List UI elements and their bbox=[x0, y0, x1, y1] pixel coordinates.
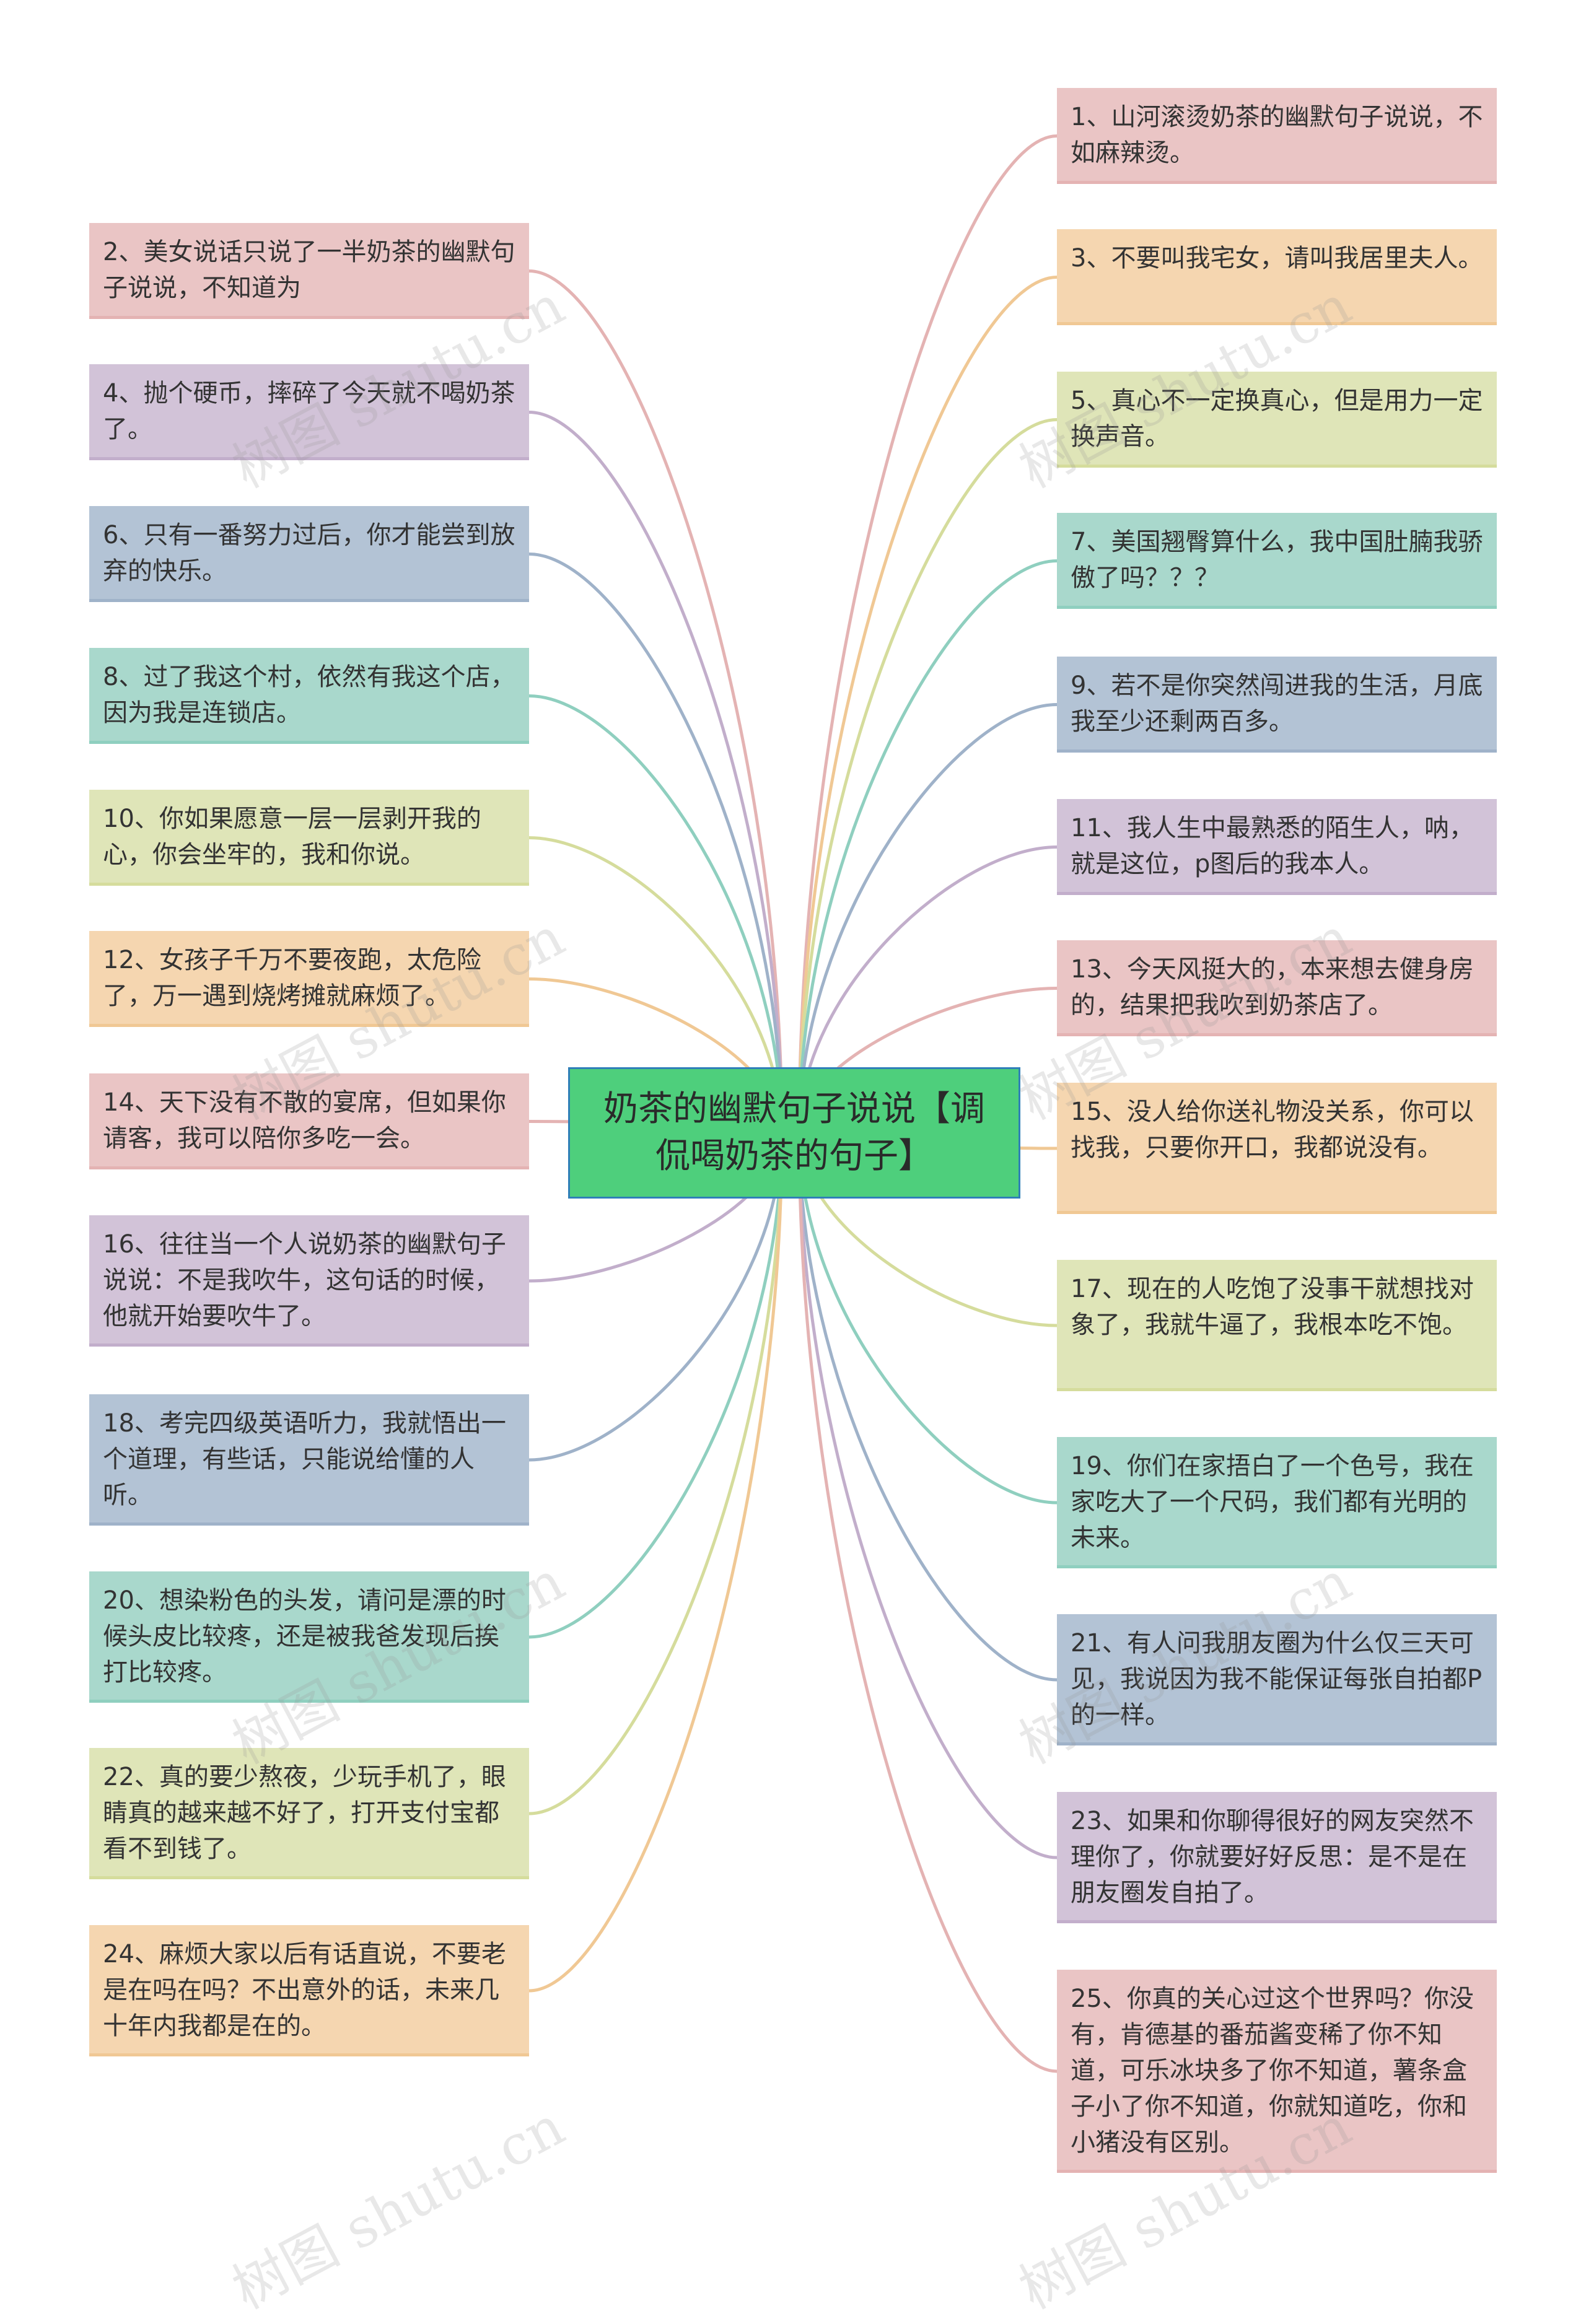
topic-node-n23[interactable]: 23、如果和你聊得很好的网友突然不理你了，你就要好好反思：是不是在朋友圈发自拍了… bbox=[1057, 1792, 1497, 1923]
topic-node-text: 2、美女说话只说了一半奶茶的幽默句子说说，不知道为 bbox=[103, 238, 515, 302]
topic-node-n1[interactable]: 1、山河滚烫奶茶的幽默句子说说，不如麻辣烫。 bbox=[1057, 88, 1497, 184]
topic-node-n2[interactable]: 2、美女说话只说了一半奶茶的幽默句子说说，不知道为 bbox=[89, 223, 529, 319]
connector-n8 bbox=[528, 694, 784, 1134]
topic-node-underline bbox=[89, 741, 529, 744]
topic-node-underline bbox=[89, 599, 529, 602]
topic-node-underline bbox=[89, 1024, 529, 1027]
topic-node-underline bbox=[1057, 2170, 1497, 2173]
topic-node-n20[interactable]: 20、想染粉色的头发，请问是漂的时候头皮比较疼，还是被我爸发现后挨打比较疼。 bbox=[89, 1571, 529, 1703]
connector-n19 bbox=[797, 1132, 1058, 1505]
topic-node-text: 7、美国翘臀算什么，我中国肚腩我骄傲了吗？？？ bbox=[1071, 528, 1483, 592]
topic-node-text: 19、你们在家捂白了一个色号，我在家吃大了一个尺码，我们都有光明的未来。 bbox=[1071, 1452, 1474, 1552]
connector-n4 bbox=[528, 411, 784, 1134]
topic-node-text: 4、抛个硬币，摔碎了今天就不喝奶茶了。 bbox=[103, 379, 515, 443]
connector-n22 bbox=[528, 1132, 784, 1815]
topic-node-underline bbox=[89, 1166, 529, 1169]
topic-node-underline bbox=[89, 2053, 529, 2056]
connector-n3 bbox=[797, 276, 1058, 1134]
connector-n5 bbox=[797, 418, 1058, 1134]
topic-node-text: 18、考完四级英语听力，我就悟出一个道理，有些话，只能说给懂的人听。 bbox=[103, 1409, 506, 1509]
topic-node-text: 10、你如果愿意一层一层剥开我的心，你会坐牢的，我和你说。 bbox=[103, 805, 481, 869]
topic-node-n25[interactable]: 25、你真的关心过这个世界吗？你没有，肯德基的番茄酱变稀了你不知道，可乐冰块多了… bbox=[1057, 1970, 1497, 2173]
topic-node-n19[interactable]: 19、你们在家捂白了一个色号，我在家吃大了一个尺码，我们都有光明的未来。 bbox=[1057, 1437, 1497, 1568]
topic-node-text: 13、今天风挺大的，本来想去健身房的，结果把我吹到奶茶店了。 bbox=[1071, 955, 1474, 1020]
topic-node-n6[interactable]: 6、只有一番努力过后，你才能尝到放弃的快乐。 bbox=[89, 506, 529, 602]
topic-node-underline bbox=[1057, 1920, 1497, 1923]
topic-node-text: 25、你真的关心过这个世界吗？你没有，肯德基的番茄酱变稀了你不知道，可乐冰块多了… bbox=[1071, 1985, 1474, 2157]
topic-node-text: 12、女孩子千万不要夜跑，太危险了，万一遇到烧烤摊就麻烦了。 bbox=[103, 946, 481, 1010]
topic-node-underline bbox=[1057, 1033, 1497, 1036]
topic-node-text: 16、往往当一个人说奶茶的幽默句子说说：不是我吹牛，这句话的时候，他就开始要吹牛… bbox=[103, 1230, 506, 1330]
topic-node-text: 14、天下没有不散的宴席，但如果你请客，我可以陪你多吃一会。 bbox=[103, 1088, 506, 1153]
topic-node-underline bbox=[1057, 1565, 1497, 1568]
topic-node-text: 23、如果和你聊得很好的网友突然不理你了，你就要好好反思：是不是在朋友圈发自拍了… bbox=[1071, 1807, 1474, 1907]
topic-node-text: 24、麻烦大家以后有话直说，不要老是在吗在吗？不出意外的话，未来几十年内我都是在… bbox=[103, 1940, 506, 2040]
topic-node-underline bbox=[1057, 1388, 1497, 1391]
topic-node-n22[interactable]: 22、真的要少熬夜，少玩手机了，眼睛真的越来越不好了，打开支付宝都看不到钱了。 bbox=[89, 1748, 529, 1879]
topic-node-underline bbox=[1057, 322, 1497, 325]
topic-node-underline bbox=[89, 883, 529, 886]
topic-node-text: 15、没人给你送礼物没关系，你可以找我，只要你开口，我都说没有。 bbox=[1071, 1098, 1474, 1162]
connector-n7 bbox=[797, 559, 1058, 1134]
root-topic-label: 奶茶的幽默句子说说【调侃喝奶茶的句子】 bbox=[603, 1089, 985, 1176]
topic-node-underline bbox=[1057, 1211, 1497, 1214]
topic-node-n3[interactable]: 3、不要叫我宅女，请叫我居里夫人。 bbox=[1057, 229, 1497, 325]
connector-n2 bbox=[528, 269, 784, 1134]
topic-node-n24[interactable]: 24、麻烦大家以后有话直说，不要老是在吗在吗？不出意外的话，未来几十年内我都是在… bbox=[89, 1925, 529, 2056]
topic-node-text: 8、过了我这个村，依然有我这个店，因为我是连锁店。 bbox=[103, 663, 515, 727]
topic-node-n13[interactable]: 13、今天风挺大的，本来想去健身房的，结果把我吹到奶茶店了。 bbox=[1057, 940, 1497, 1036]
topic-node-underline bbox=[89, 1343, 529, 1347]
topic-node-n17[interactable]: 17、现在的人吃饱了没事干就想找对象了，我就牛逼了，我根本吃不饱。 bbox=[1057, 1260, 1497, 1391]
connector-n1 bbox=[797, 134, 1058, 1134]
topic-node-underline bbox=[1057, 465, 1497, 468]
topic-node-underline bbox=[1057, 181, 1497, 184]
topic-node-text: 9、若不是你突然闯进我的生活，月底我至少还剩两百多。 bbox=[1071, 671, 1483, 736]
topic-node-underline bbox=[89, 457, 529, 460]
connector-n20 bbox=[528, 1132, 784, 1639]
topic-node-n15[interactable]: 15、没人给你送礼物没关系，你可以找我，只要你开口，我都说没有。 bbox=[1057, 1083, 1497, 1214]
topic-node-underline bbox=[1057, 749, 1497, 753]
topic-node-text: 17、现在的人吃饱了没事干就想找对象了，我就牛逼了，我根本吃不饱。 bbox=[1071, 1275, 1474, 1339]
topic-node-n21[interactable]: 21、有人问我朋友圈为什么仅三天可见，我说因为我不能保证每张自拍都P的一样。 bbox=[1057, 1614, 1497, 1745]
connector-n9 bbox=[797, 703, 1058, 1134]
topic-node-text: 3、不要叫我宅女，请叫我居里夫人。 bbox=[1071, 244, 1483, 273]
connector-n25 bbox=[797, 1132, 1058, 2073]
topic-node-n8[interactable]: 8、过了我这个村，依然有我这个店，因为我是连锁店。 bbox=[89, 648, 529, 744]
connector-n23 bbox=[797, 1132, 1058, 1859]
mindmap-canvas: 奶茶的幽默句子说说【调侃喝奶茶的句子】 2、美女说话只说了一半奶茶的幽默句子说说… bbox=[89, 88, 1497, 2322]
topic-node-n16[interactable]: 16、往往当一个人说奶茶的幽默句子说说：不是我吹牛，这句话的时候，他就开始要吹牛… bbox=[89, 1215, 529, 1347]
topic-node-text: 6、只有一番努力过后，你才能尝到放弃的快乐。 bbox=[103, 521, 515, 585]
connector-n18 bbox=[528, 1132, 784, 1462]
topic-node-n12[interactable]: 12、女孩子千万不要夜跑，太危险了，万一遇到烧烤摊就麻烦了。 bbox=[89, 931, 529, 1027]
topic-node-n5[interactable]: 5、真心不一定换真心，但是用力一定换声音。 bbox=[1057, 372, 1497, 468]
connector-n6 bbox=[528, 553, 784, 1134]
topic-node-text: 21、有人问我朋友圈为什么仅三天可见，我说因为我不能保证每张自拍都P的一样。 bbox=[1071, 1629, 1483, 1729]
topic-node-n4[interactable]: 4、抛个硬币，摔碎了今天就不喝奶茶了。 bbox=[89, 364, 529, 460]
topic-node-n7[interactable]: 7、美国翘臀算什么，我中国肚腩我骄傲了吗？？？ bbox=[1057, 513, 1497, 609]
topic-node-text: 5、真心不一定换真心，但是用力一定换声音。 bbox=[1071, 387, 1483, 451]
topic-node-n18[interactable]: 18、考完四级英语听力，我就悟出一个道理，有些话，只能说给懂的人听。 bbox=[89, 1394, 529, 1526]
topic-node-underline bbox=[89, 316, 529, 319]
topic-node-text: 1、山河滚烫奶茶的幽默句子说说，不如麻辣烫。 bbox=[1071, 103, 1483, 167]
topic-node-n14[interactable]: 14、天下没有不散的宴席，但如果你请客，我可以陪你多吃一会。 bbox=[89, 1073, 529, 1169]
connector-n21 bbox=[797, 1132, 1058, 1682]
topic-node-text: 22、真的要少熬夜，少玩手机了，眼睛真的越来越不好了，打开支付宝都看不到钱了。 bbox=[103, 1763, 506, 1863]
topic-node-underline bbox=[1057, 892, 1497, 895]
topic-node-underline bbox=[1057, 606, 1497, 609]
topic-node-n10[interactable]: 10、你如果愿意一层一层剥开我的心，你会坐牢的，我和你说。 bbox=[89, 790, 529, 886]
topic-node-text: 11、我人生中最熟悉的陌生人，呐，就是这位，p图后的我本人。 bbox=[1071, 814, 1474, 878]
topic-node-underline bbox=[89, 1522, 529, 1526]
topic-node-text: 20、想染粉色的头发，请问是漂的时候头皮比较疼，还是被我爸发现后挨打比较疼。 bbox=[103, 1586, 506, 1687]
root-topic[interactable]: 奶茶的幽默句子说说【调侃喝奶茶的句子】 bbox=[568, 1067, 1020, 1199]
topic-node-underline bbox=[89, 1876, 529, 1879]
connector-n24 bbox=[528, 1132, 784, 1993]
topic-node-underline bbox=[89, 1700, 529, 1703]
topic-node-underline bbox=[1057, 1742, 1497, 1745]
topic-node-n11[interactable]: 11、我人生中最熟悉的陌生人，呐，就是这位，p图后的我本人。 bbox=[1057, 799, 1497, 895]
topic-node-n9[interactable]: 9、若不是你突然闯进我的生活，月底我至少还剩两百多。 bbox=[1057, 657, 1497, 753]
